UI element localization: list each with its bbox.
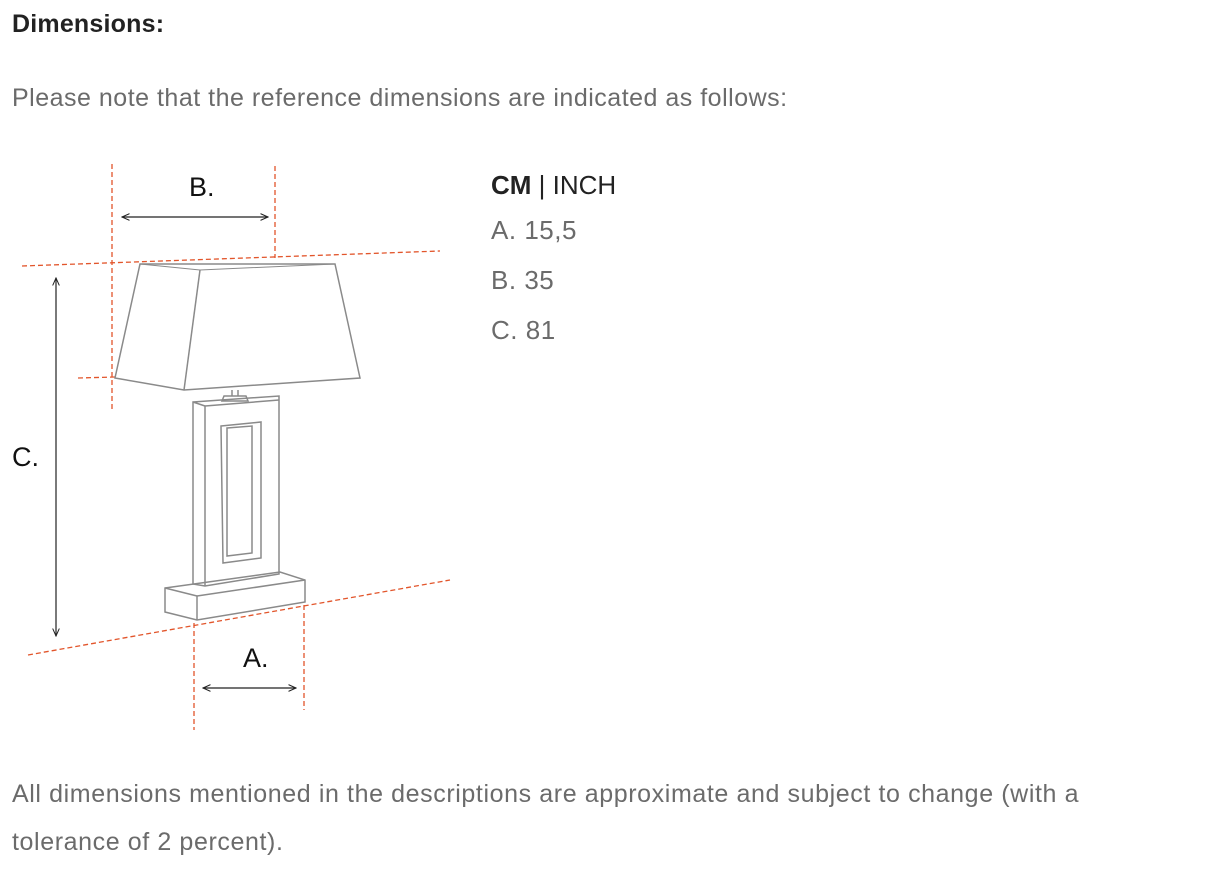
dimension-row-b: B. 35 bbox=[491, 254, 616, 304]
lamp-dimension-diagram: B. C. A. bbox=[12, 164, 451, 730]
unit-inch[interactable]: INCH bbox=[552, 170, 617, 200]
diagram-label-b: B. bbox=[189, 172, 215, 202]
diagram-label-c: C. bbox=[12, 442, 39, 472]
lamp-outline bbox=[114, 263, 361, 621]
intro-text: Please note that the reference dimension… bbox=[12, 84, 788, 112]
unit-cm[interactable]: CM bbox=[491, 170, 532, 200]
dimension-value: 81 bbox=[525, 315, 556, 345]
dimension-row-c: C. 81 bbox=[491, 304, 616, 354]
dimension-label: B. bbox=[491, 265, 517, 295]
dimension-value: 15,5 bbox=[524, 215, 577, 245]
dimension-value: 35 bbox=[524, 265, 555, 295]
section-heading: Dimensions: bbox=[12, 10, 165, 38]
units-toggle: CM | INCH bbox=[491, 168, 616, 204]
diagram-label-a: A. bbox=[243, 643, 269, 673]
tolerance-note: All dimensions mentioned in the descript… bbox=[12, 780, 1080, 856]
dimension-label: A. bbox=[491, 215, 517, 245]
dimension-arrows bbox=[56, 217, 296, 688]
dimension-list: CM | INCH A. 15,5 B. 35 C. 81 bbox=[491, 168, 616, 354]
dimension-row-a: A. 15,5 bbox=[491, 204, 616, 254]
dimension-label: C. bbox=[491, 315, 518, 345]
guide-lines bbox=[21, 164, 451, 730]
unit-separator: | bbox=[531, 170, 553, 200]
